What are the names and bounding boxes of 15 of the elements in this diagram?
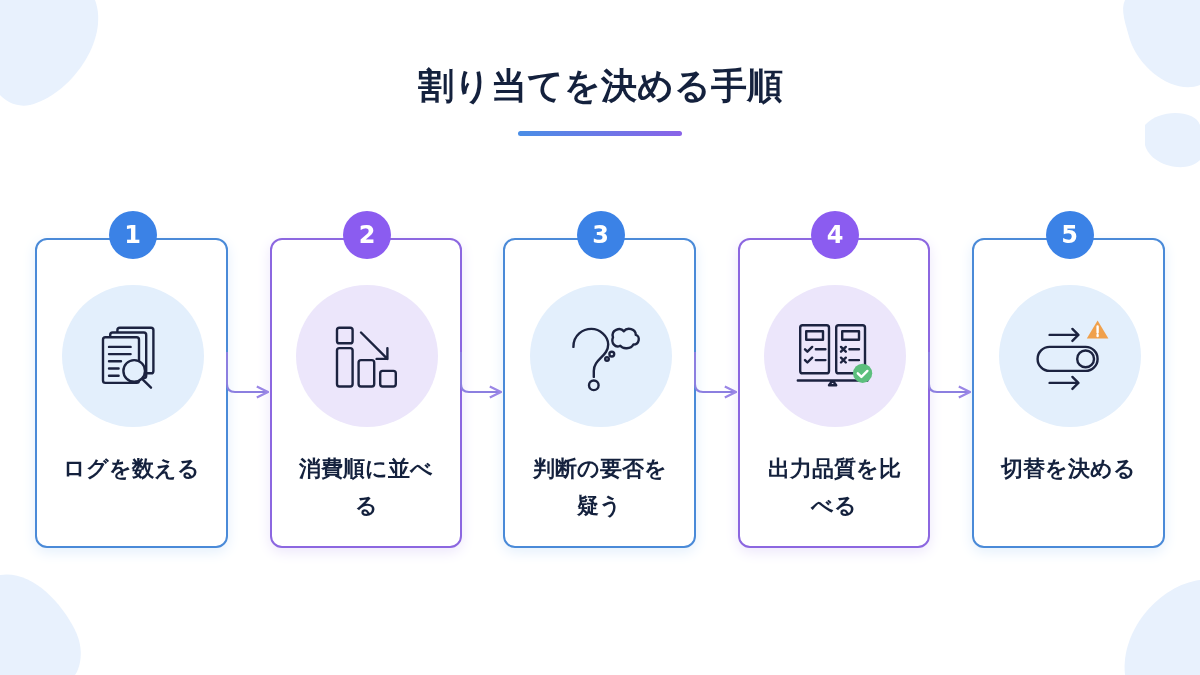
step-label: ログを数える	[62, 455, 201, 483]
arrow	[928, 351, 972, 399]
arrow	[460, 351, 503, 399]
step-number-badge: 4	[811, 211, 859, 259]
step-number-badge: 2	[343, 211, 391, 259]
step-number-badge: 5	[1045, 211, 1094, 259]
step-label: 消費順に並べる	[298, 455, 434, 520]
step-label: 判断の要否を疑う	[531, 455, 668, 520]
title: 割り当てを決める手順	[416, 64, 784, 108]
step-label: 出力品質を比べる	[766, 455, 902, 520]
step-label: 切替を決める	[999, 455, 1137, 483]
arrow	[226, 351, 270, 399]
step-number-badge: 3	[576, 211, 625, 259]
step-number-badge: 1	[108, 211, 157, 259]
arrow	[694, 351, 738, 399]
